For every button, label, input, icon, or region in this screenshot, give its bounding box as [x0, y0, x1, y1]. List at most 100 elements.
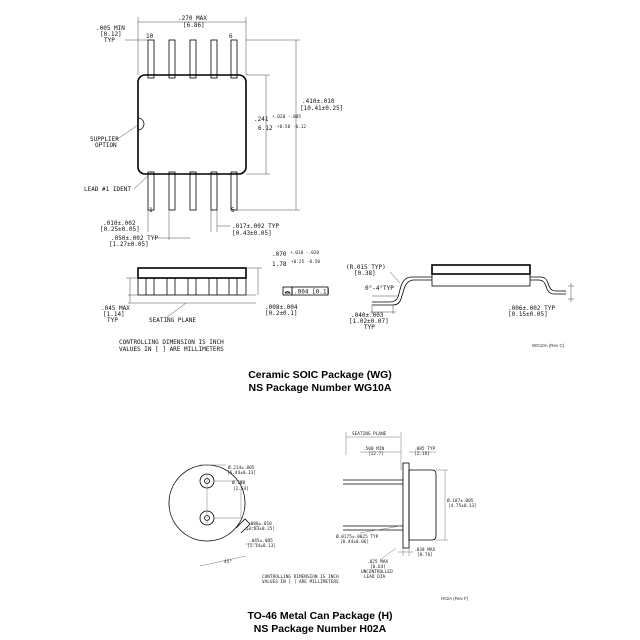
dim-pitch: .050±.002 TYP: [111, 235, 158, 242]
dim-foot-typ: TYP: [364, 324, 375, 331]
pin-label-10: 10: [146, 33, 154, 40]
dim-radius-mm: [0.38]: [354, 270, 376, 277]
dim-angle: 0°-4°TYP: [365, 285, 394, 292]
to46-flange-side: [402, 462, 410, 549]
dim-height-mm: 1.78: [272, 261, 287, 268]
pin-label-5: 5: [231, 207, 235, 214]
to46-dim-body-dia: Ø.187±.005: [447, 497, 474, 504]
dim-max-height: .045 MAX: [101, 305, 130, 312]
label-supplier: SUPPLIER: [90, 136, 119, 143]
soic-lead-left-inner: [372, 279, 432, 306]
soic-body: [137, 74, 247, 175]
dim-foot-length-mm: [1.02±0.07]: [349, 318, 389, 325]
to46-dim-flange-dia: Ø.214±.005: [228, 464, 255, 471]
to46-dim-lead-length: .500 MIN: [363, 446, 385, 452]
to46-dim-flange-thickness-mm: [0.76]: [417, 552, 433, 558]
dim-typ: TYP: [104, 37, 115, 44]
to46-note-uncontrolled-2: [0.64]: [370, 564, 386, 570]
to46-label-seating-plane: SEATING PLANE: [352, 431, 387, 437]
dim-standoff-mm: [0.2±0.1]: [265, 310, 298, 317]
flatness-symbol-box: [282, 286, 293, 296]
to46-dim-flange-dia-mm: [5.44±0.13]: [227, 470, 256, 476]
dim-body-length-tol: +.020 -.005: [272, 114, 301, 120]
to46-dim-lead-dia-mm: [0.44±0.06]: [340, 539, 369, 545]
to46-dim-lead-length-mm: [12.7]: [368, 451, 384, 457]
soic-lead: [210, 171, 218, 211]
flatness-value: .004 [0.1]: [294, 289, 330, 296]
to46-dim-angle: 45°: [224, 559, 232, 565]
soic-lead: [189, 39, 197, 79]
dim-height: .070: [272, 251, 287, 258]
soic-top-view: [115, 17, 300, 240]
dim-lead-thickness: .010±.002: [103, 220, 136, 227]
to46-caption-title: TO-46 Metal Can Package (H): [247, 610, 392, 622]
dim-overall-length-mm: [10.41±0.25]: [300, 105, 343, 112]
to46-dim-tab-length: .080±.010: [248, 521, 272, 527]
soic-mm-note: VALUES IN [ ] ARE MILLIMETERS: [119, 346, 224, 353]
soic-lead-right-inner: [530, 279, 566, 295]
soic-lead: [189, 171, 197, 211]
flatness-icon: [284, 291, 291, 294]
to46-dim-lead-circle-mm: [2.54]: [233, 486, 249, 492]
to46-dim-flange-thickness: .030 MAX: [414, 547, 436, 553]
to46-note-uncontrolled-4: LEAD DIA: [364, 574, 386, 580]
soic-caption-title: Ceramic SOIC Package (WG): [248, 369, 392, 381]
to46-caption-number: NS Package Number H02A: [254, 623, 387, 635]
soic-lead: [147, 171, 155, 211]
soic-lead: [230, 171, 238, 211]
dim-radius: (R.015 TYP): [346, 264, 386, 271]
dim-max-height-mm: [1.14]: [103, 311, 125, 318]
soic-lead: [168, 171, 176, 211]
to46-note-uncontrolled-1: .025 MAX: [367, 559, 389, 565]
soic-lead-right-outer: [530, 276, 566, 292]
dim-lead-width-mm: [0.43±0.05]: [232, 230, 272, 237]
soic-end-body: [431, 264, 531, 275]
to46-mm-note: VALUES IN [ ] ARE MILLIMETERS: [262, 579, 339, 585]
to46-tab: [235, 518, 251, 534]
soic-end-view: [370, 264, 574, 314]
dim-body-length-mm: 6.12: [258, 125, 273, 132]
pin-label-6: 6: [229, 33, 233, 40]
to46-dim-top-height-mm: [2.16]: [414, 451, 430, 457]
to46-dim-lead-circle: Ø.100: [232, 479, 246, 486]
supplier-notch: [137, 117, 145, 131]
to46-dim-tab-length-mm: [2.03±0.25]: [246, 526, 275, 532]
soic-side-view: [126, 267, 329, 319]
soic-lead-left-outer: [372, 276, 432, 303]
flatness-value-box: [291, 286, 329, 296]
label-seating-plane: SEATING PLANE: [149, 317, 196, 324]
soic-rev: WG10A (Rev C): [532, 343, 565, 348]
dim-body-width-mm: [6.86]: [183, 22, 205, 29]
to46-dim-tab-width-mm: [1.14±0.13]: [247, 543, 276, 549]
dim-lead-thickness-mm: [0.25±0.05]: [100, 226, 140, 233]
dim-body-length: .241: [254, 116, 269, 123]
to46-dim-lead-dia: Ø.0175±.0025 TYP: [336, 533, 379, 540]
dim-lead-width: .017±.002 TYP: [232, 223, 279, 230]
label-option: OPTION: [95, 142, 117, 149]
soic-lead: [230, 39, 238, 79]
dim-body-width: .270 MAX: [178, 15, 207, 22]
dim-foot-length: .040±.003: [351, 312, 384, 319]
soic-lead: [168, 39, 176, 79]
soic-lead: [210, 39, 218, 79]
dim-lead-tip-min-mm: [0.12]: [100, 31, 122, 38]
dim-lead-thickness-end: .006±.002 TYP: [508, 305, 555, 312]
dim-lead-tip-min: .005 MIN: [96, 25, 125, 32]
soic-controlling-note: CONTROLLING DIMENSION IS INCH: [119, 339, 224, 346]
to46-note-uncontrolled-3: UNCONTROLLED: [361, 569, 393, 575]
to46-rev: H02A (Rev F): [441, 596, 469, 601]
dim-pitch-mm: [1.27±0.05]: [109, 241, 149, 248]
dim-body-length-mm-tol: +0.50 -0.12: [277, 124, 306, 130]
dim-lead-thickness-end-mm: [0.15±0.05]: [508, 311, 548, 318]
to46-bottom-view: [168, 464, 259, 567]
soic-end-base: [431, 273, 531, 287]
to46-cap: [408, 469, 437, 541]
dim-height-mm-tol: +0.25 -0.50: [291, 259, 320, 265]
soic-side-body: [137, 267, 247, 279]
to46-side-view: [343, 432, 448, 561]
label-lead1-ident: LEAD #1 IDENT: [84, 186, 131, 193]
to46-controlling-note: CONTROLLING DIMENSION IS INCH: [262, 574, 339, 580]
to46-dim-top-height: .085 TYP: [414, 446, 436, 452]
dim-height-tol: +.010 -.020: [290, 250, 319, 256]
